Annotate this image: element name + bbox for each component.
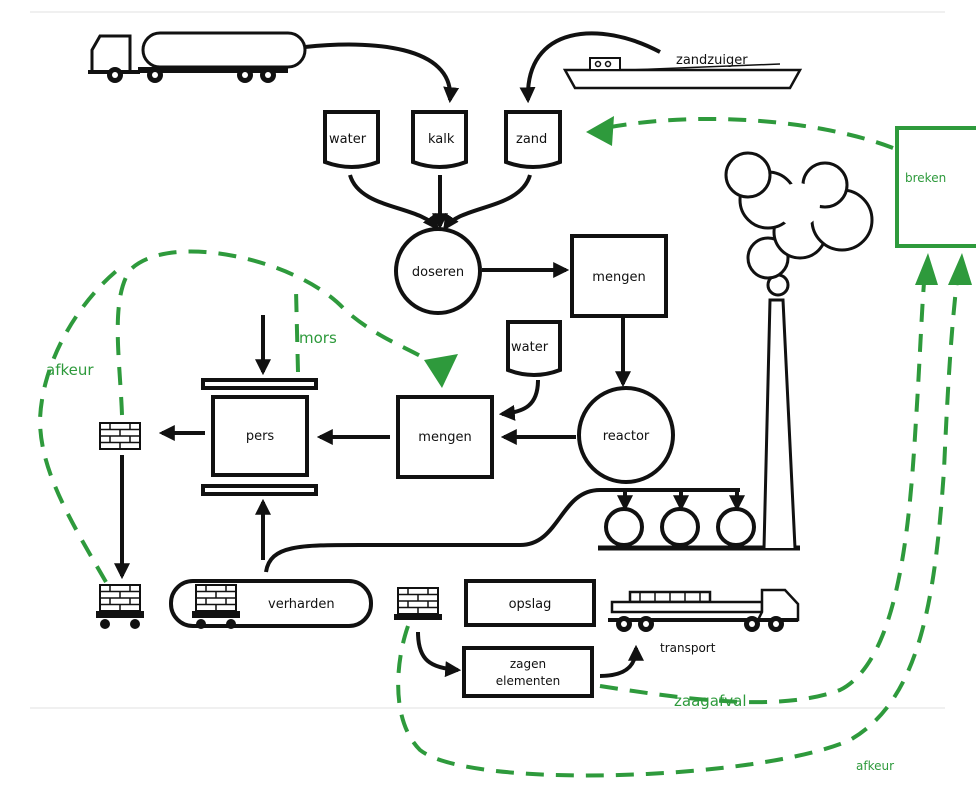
svg-text:pers: pers — [246, 429, 275, 444]
brick-cart-icon — [96, 585, 144, 629]
flatbed-truck-icon — [608, 588, 800, 632]
kalk-container: kalk — [411, 110, 468, 169]
water-container-2: water — [506, 320, 562, 377]
afkeur-label-left: afkeur — [46, 361, 94, 379]
svg-text:mengen: mengen — [418, 430, 471, 445]
brick-stack-icon — [99, 422, 141, 450]
zandzuiger-label: zandzuiger — [676, 53, 748, 68]
afkeur-label-bottom: afkeur — [856, 759, 894, 773]
sand-dredger-ship-icon — [562, 57, 803, 90]
svg-text:verharden: verharden — [268, 597, 335, 612]
mengen-node-2: mengen — [396, 395, 494, 479]
svg-text:water: water — [511, 340, 549, 355]
brick-cart-icon-2 — [394, 587, 442, 620]
svg-text:mengen: mengen — [592, 270, 645, 285]
mors-label: mors — [299, 329, 337, 347]
doseren-node: doseren — [394, 227, 482, 315]
zagen-elementen-node: zagen elementen — [462, 646, 594, 698]
opslag-node: opslag — [464, 579, 596, 627]
breken-node: breken — [895, 126, 976, 248]
transport-label: transport — [660, 641, 716, 655]
svg-text:breken: breken — [905, 171, 946, 185]
mengen-node-1: mengen — [570, 234, 668, 318]
svg-text:doseren: doseren — [412, 265, 464, 280]
svg-text:zagen: zagen — [510, 657, 546, 671]
svg-text:kalk: kalk — [428, 132, 455, 147]
svg-text:zand: zand — [516, 132, 547, 147]
verharden-node: verharden — [169, 579, 373, 629]
svg-text:reactor: reactor — [603, 429, 650, 444]
svg-text:water: water — [329, 132, 367, 147]
tanker-truck-icon — [88, 31, 307, 83]
water-container: water — [323, 110, 380, 169]
chimney-smoke-icon — [724, 151, 874, 549]
zand-container: zand — [504, 110, 562, 169]
zaagafval-label: zaagafval — [674, 692, 747, 710]
svg-text:elementen: elementen — [496, 674, 560, 688]
svg-text:opslag: opslag — [509, 597, 552, 612]
pers-node: pers — [201, 378, 318, 496]
reactor-node: reactor — [577, 386, 675, 484]
recycle-flows — [37, 116, 972, 778]
